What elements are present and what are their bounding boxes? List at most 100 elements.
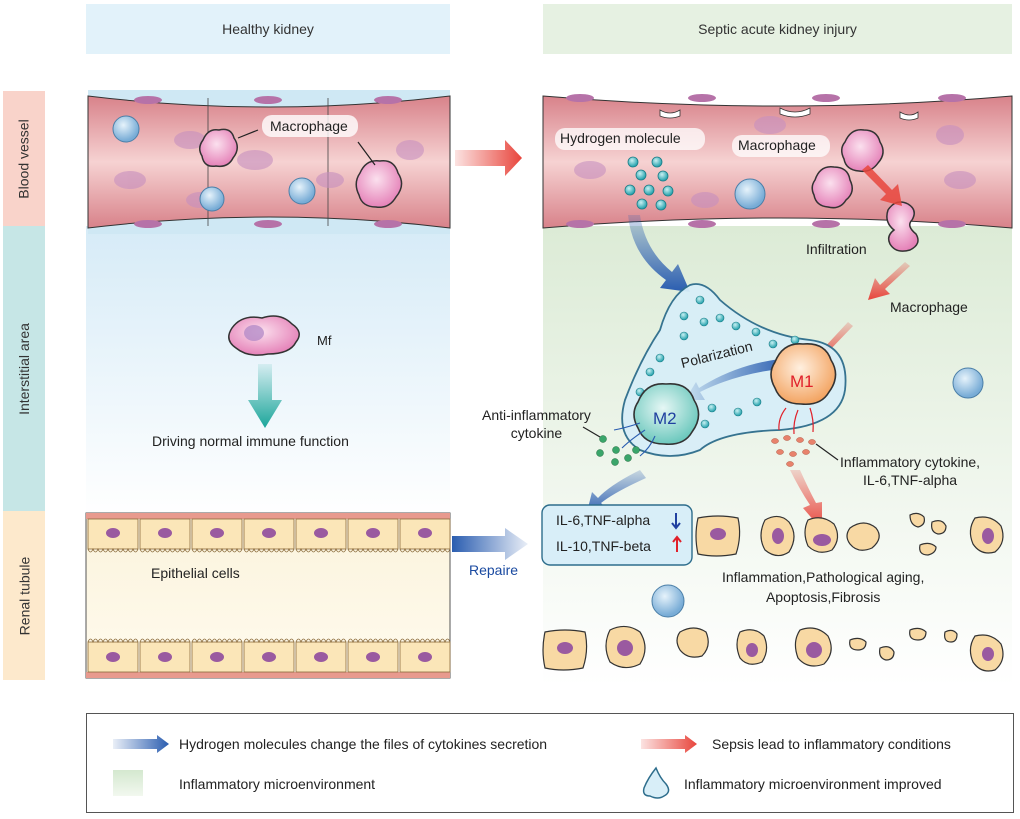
cell-nucleus [314, 652, 328, 662]
cell-nucleus [418, 528, 432, 538]
healthy-blood-vessel [87, 90, 451, 234]
anti-inflammatory-label: Anti-inflammatory cytokine [482, 406, 591, 442]
cell-nucleus [314, 528, 328, 538]
infiltration-arrow [862, 165, 902, 206]
region-blood-vessel: Blood vessel [3, 91, 45, 226]
blood-cell [199, 186, 225, 212]
blood-cell [651, 584, 685, 618]
legend: Hydrogen molecules change the files of c… [86, 713, 1014, 813]
damaged-cell-nuclei [557, 528, 994, 661]
repair-label: Repaire [469, 562, 519, 578]
polarization-arrow [685, 358, 790, 400]
cytokine-box [541, 504, 693, 566]
microvilli [347, 638, 399, 644]
m1-release-arrows [778, 407, 814, 435]
cell-nucleus [418, 652, 432, 662]
m1-label: M1 [790, 372, 814, 391]
hydrogen-molecule-cluster [624, 156, 674, 211]
m2-macrophage [633, 383, 700, 446]
blood-cell [952, 367, 984, 399]
hydrogen-molecules-in-blob [635, 295, 800, 429]
cytokine-box-line1: IL-6,TNF-alpha [556, 512, 651, 528]
cell-nucleus [158, 652, 172, 662]
immune-function-arrow [248, 364, 282, 428]
arrow-down-icon [671, 513, 681, 530]
microvilli [243, 638, 295, 644]
epithelial-cell [191, 518, 243, 550]
microvilli [347, 547, 399, 553]
epithelial-cell [191, 641, 243, 673]
mf-macrophage [228, 315, 300, 356]
mf-label: Mf [317, 333, 332, 348]
healthy-renal-tubule [85, 512, 451, 679]
inflammatory-cytokine-label-line1: Inflammatory cytokine, [840, 454, 981, 470]
microvilli [139, 638, 191, 644]
cell-nucleus [210, 652, 224, 662]
immune-function-label: Driving normal immune function [152, 433, 349, 449]
macrophage-cell [355, 160, 403, 209]
cell-nucleus [106, 652, 120, 662]
hydrogen-entry-arrow [628, 215, 690, 292]
infiltrating-macrophage [886, 201, 919, 252]
anti-inflammatory-label-line1: Anti-inflammatory [482, 407, 591, 423]
cytokine-box-line2: IL-10,TNF-beta [556, 538, 651, 554]
m2-label: M2 [653, 409, 677, 428]
anti-inflammatory-label-line2: cytokine [510, 425, 563, 441]
microvilli [399, 547, 451, 553]
blood-cell [288, 177, 316, 205]
inflammatory-cytokine-label: Inflammatory cytokine, IL-6,TNF-alpha [840, 453, 980, 489]
m1-macrophage [770, 343, 837, 406]
legend-inflammatory-label: Inflammatory microenvironment [179, 776, 376, 792]
bottom-epithelial-cells [87, 638, 451, 673]
legend-sepsis-label: Sepsis lead to inflammatory conditions [712, 736, 951, 752]
header-septic-label: Septic acute kidney injury [698, 21, 857, 37]
header-healthy-kidney: Healthy kidney [86, 4, 450, 54]
m2-release-arrows [613, 422, 656, 457]
microvilli [139, 547, 191, 553]
red-gradient-arrow-icon [641, 735, 697, 753]
cell-nucleus [366, 528, 380, 538]
infiltration-label: Infiltration [806, 241, 867, 257]
healthy-macrophage-label: Macrophage [270, 118, 348, 134]
top-epithelial-cells [87, 518, 451, 553]
inflammation-arrow [790, 470, 822, 530]
header-septic-aki: Septic acute kidney injury [543, 4, 1012, 54]
septic-blood-vessel [542, 94, 1013, 252]
blue-blob-icon [642, 766, 670, 799]
vessel-macrophage-label: Macrophage [738, 137, 816, 153]
blood-cell [734, 178, 766, 210]
cell-nucleus [158, 528, 172, 538]
cell-nucleus [262, 652, 276, 662]
inflammatory-cytokines [771, 435, 816, 467]
infiltration-to-macrophage-arrow [868, 262, 910, 300]
microvilli [191, 638, 243, 644]
microvilli [295, 547, 347, 553]
microvilli [87, 547, 139, 553]
green-square-icon [113, 770, 143, 796]
inflammatory-cytokine-label-line2: IL-6,TNF-alpha [862, 472, 958, 488]
legend-improved-label: Inflammatory microenvironment improved [684, 776, 942, 792]
damage-label-line1: Inflammation,Pathological aging, [722, 569, 925, 585]
macrophage-cell [841, 129, 884, 173]
anti-inflammatory-cytokines [596, 435, 640, 466]
damage-label-line2: Apoptosis,Fibrosis [765, 589, 881, 605]
interstitial-macrophage-label: Macrophage [890, 299, 968, 315]
arrow-up-icon [672, 535, 682, 552]
microvilli [87, 638, 139, 644]
region-renal-tubule: Renal tubule [3, 511, 45, 680]
blue-gradient-arrow-icon [113, 735, 169, 753]
microvilli [399, 638, 451, 644]
header-healthy-label: Healthy kidney [222, 21, 314, 37]
blood-cell [112, 115, 140, 143]
cell-nucleus [210, 528, 224, 538]
microvilli [295, 638, 347, 644]
diagram-illustration [85, 90, 1013, 686]
macrophage-cell [199, 128, 238, 168]
macrophage-cell [811, 166, 853, 209]
repair-arrow [452, 528, 528, 560]
legend-hydrogen-label: Hydrogen molecules change the files of c… [179, 736, 548, 752]
region-interstitial-area: Interstitial area [3, 226, 45, 511]
cell-nucleus [262, 528, 276, 538]
microvilli [191, 547, 243, 553]
cell-nucleus [366, 652, 380, 662]
